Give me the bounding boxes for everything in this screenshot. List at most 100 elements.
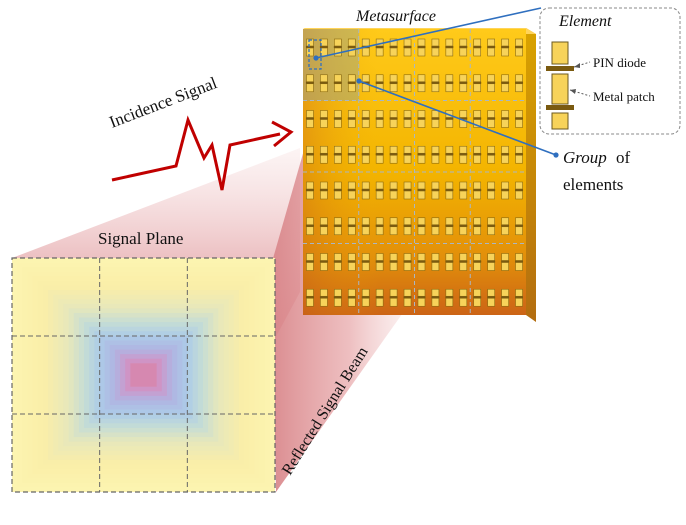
metal-patch-icon — [551, 41, 569, 130]
metasurface-element — [487, 38, 496, 57]
group-callout-dot-end — [553, 152, 559, 158]
pin-diode-leader — [573, 61, 591, 68]
metasurface-element — [403, 217, 412, 236]
metasurface-element — [459, 288, 468, 307]
metasurface-element — [333, 110, 342, 128]
metasurface-element — [333, 74, 342, 93]
element-callout-line — [315, 7, 542, 59]
group-label: Group of — [563, 148, 631, 167]
metasurface-element — [459, 38, 468, 57]
metasurface-element — [305, 110, 314, 128]
metasurface-element — [445, 181, 454, 200]
metasurface-element — [403, 253, 412, 271]
metasurface-element — [445, 110, 454, 128]
metasurface-element — [445, 145, 454, 164]
metasurface-element — [445, 253, 454, 271]
metasurface-element — [487, 110, 496, 128]
metasurface-element — [515, 288, 524, 307]
group-word: Group — [563, 148, 607, 167]
metasurface-element — [417, 145, 426, 164]
metasurface-element — [375, 110, 384, 128]
metasurface-element — [515, 181, 524, 200]
metasurface-element — [361, 288, 370, 307]
metasurface-element — [305, 145, 314, 164]
metasurface-side — [526, 28, 536, 322]
metasurface-element — [459, 74, 468, 93]
metasurface-element — [501, 110, 510, 128]
metasurface-element — [347, 181, 356, 200]
metasurface-element — [459, 181, 468, 200]
metasurface-element — [515, 217, 524, 236]
metasurface-element — [375, 38, 384, 57]
metasurface-element — [375, 288, 384, 307]
metasurface-element — [389, 217, 398, 236]
metasurface-element — [403, 38, 412, 57]
metasurface-element — [333, 217, 342, 236]
metasurface-element — [403, 181, 412, 200]
metasurface-element — [333, 145, 342, 164]
metasurface-element — [403, 74, 412, 93]
metasurface-element — [515, 74, 524, 93]
metasurface-element — [347, 74, 356, 93]
metasurface-element — [347, 38, 356, 57]
group-of-word: of — [616, 148, 631, 167]
zigzag-arrow-icon — [111, 115, 281, 191]
metasurface-group-grid — [303, 29, 526, 315]
metasurface-element — [417, 110, 426, 128]
metasurface-element — [319, 253, 328, 271]
signal-plane-grid — [12, 258, 275, 492]
metasurface-element — [473, 181, 482, 200]
metasurface-element — [445, 74, 454, 93]
metasurface-element — [445, 217, 454, 236]
metasurface-element — [501, 181, 510, 200]
metasurface-element — [333, 288, 342, 307]
incidence-signal — [111, 115, 294, 191]
metasurface-element — [487, 217, 496, 236]
group-elements-label: elements — [563, 175, 623, 194]
metasurface-element — [501, 145, 510, 164]
metasurface-element — [347, 288, 356, 307]
metasurface-element — [445, 38, 454, 57]
metasurface-element — [389, 74, 398, 93]
metasurface-element — [473, 74, 482, 93]
metasurface-board — [303, 28, 536, 322]
metasurface-element — [305, 74, 314, 93]
metasurface-element — [501, 74, 510, 93]
metasurface-element — [417, 217, 426, 236]
pin-diode-icon — [546, 66, 574, 110]
metasurface-element — [305, 217, 314, 236]
metasurface-element — [375, 217, 384, 236]
metasurface-element — [347, 253, 356, 271]
group-callout-line — [358, 80, 557, 156]
metasurface-element — [473, 288, 482, 307]
metasurface-element — [501, 253, 510, 271]
metasurface-element — [515, 253, 524, 271]
metasurface-elements — [305, 38, 524, 307]
metasurface-element — [347, 145, 356, 164]
metasurface-element — [319, 110, 328, 128]
metasurface-element — [305, 38, 314, 57]
incidence-signal-label: Incidence Signal — [107, 73, 220, 132]
metasurface-element — [389, 181, 398, 200]
metasurface-element — [305, 181, 314, 200]
metasurface-element — [459, 217, 468, 236]
metasurface-element — [431, 181, 440, 200]
metasurface-element — [515, 110, 524, 128]
metasurface-element — [487, 253, 496, 271]
group-callout-dot-start — [356, 78, 362, 84]
metasurface-element — [473, 145, 482, 164]
metasurface-element — [417, 74, 426, 93]
metasurface-element — [501, 217, 510, 236]
metasurface-element — [361, 145, 370, 164]
metasurface-element — [305, 253, 314, 271]
metasurface-element — [417, 38, 426, 57]
metasurface-element — [319, 181, 328, 200]
metasurface-element — [487, 74, 496, 93]
metasurface-element — [501, 38, 510, 57]
pin-diode-label: PIN diode — [593, 55, 646, 70]
metasurface-element — [459, 253, 468, 271]
metasurface-element — [403, 145, 412, 164]
metasurface-element — [445, 288, 454, 307]
metasurface-element — [417, 253, 426, 271]
